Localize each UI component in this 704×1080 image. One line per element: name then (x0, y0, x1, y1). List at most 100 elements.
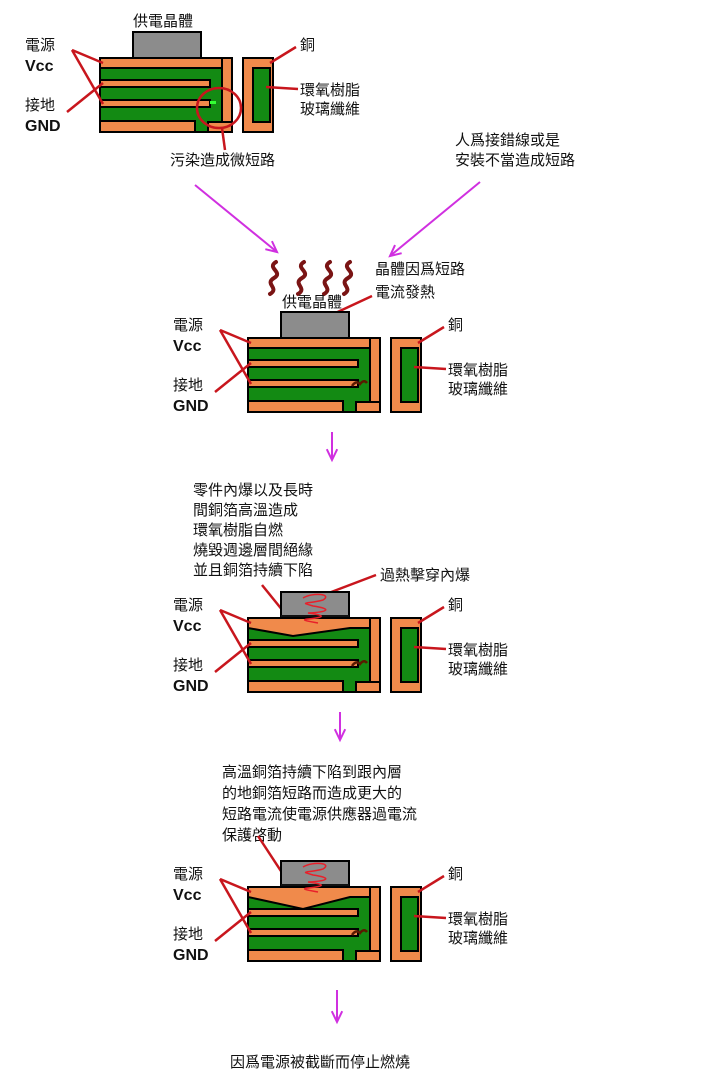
burn-mark (350, 660, 368, 667)
gnd-copper-2 (247, 659, 359, 668)
arrow-contamination-to-stage2-shaft (194, 184, 278, 253)
heat-scribble (302, 862, 327, 893)
chip-label: 供電晶體 (282, 293, 342, 311)
right-resin (400, 347, 419, 403)
label-gnd: GND (173, 398, 209, 415)
pointer-vcc-inner (218, 878, 253, 934)
pointer-vcc-top (219, 877, 252, 894)
label-copper: 銅 (300, 36, 315, 54)
via-pad-bottom (355, 401, 381, 413)
gnd-copper-1 (99, 79, 211, 88)
arrow-wiring-to-stage2-shaft (389, 181, 481, 257)
vcc-copper-top (247, 337, 381, 349)
label-epoxy: 環氧樹脂 (448, 910, 508, 928)
vcc-via-barrel (369, 337, 381, 413)
arrow-contamination-to-stage2-head (265, 240, 279, 254)
pointer-copper (417, 605, 445, 625)
stage4-note-line-1: 高溫銅箔持續下陷到跟內層 (222, 763, 402, 781)
gnd-copper-1 (247, 639, 359, 648)
label-fiberglass: 玻璃纖維 (448, 380, 508, 398)
resin-layer (99, 57, 233, 133)
right-resin (400, 896, 419, 952)
pointer-vcc-inner (218, 609, 253, 665)
drill-gap (381, 338, 391, 412)
label-epoxy: 環氧樹脂 (448, 361, 508, 379)
label-power: 電源 (25, 36, 55, 54)
pointer-resin (413, 645, 447, 651)
label-vcc: Vcc (173, 887, 202, 904)
label-vcc: Vcc (25, 58, 54, 75)
arrow-stage2-to-stage3 (325, 432, 339, 463)
conclusion-text: 因爲電源被截斷而停止燃燒 (230, 1053, 410, 1071)
chip-label: 供電晶體 (133, 12, 193, 30)
drill-gap (233, 58, 243, 132)
pointer-copper (417, 325, 445, 345)
arrow-stage4-to-conclusion (330, 990, 344, 1025)
right-resin (252, 67, 271, 123)
pointer-gnd (214, 642, 252, 673)
gnd-copper-1 (247, 908, 359, 917)
gnd-copper-2 (99, 99, 211, 108)
label-ground: 接地 (173, 656, 203, 674)
label-vcc: Vcc (173, 338, 202, 355)
bottom-copper (99, 120, 196, 133)
label-copper: 銅 (448, 596, 463, 614)
label-power: 電源 (173, 596, 203, 614)
pointer-copper (269, 45, 297, 65)
gnd-copper-1 (247, 359, 359, 368)
pointer-resin (413, 914, 447, 920)
stage3-note-line-2: 間銅箔高溫造成 (193, 501, 298, 519)
bottom-copper (247, 400, 344, 413)
via-pad-bottom (355, 950, 381, 962)
vcc-copper-top (99, 57, 233, 69)
right-resin (400, 627, 419, 683)
label-epoxy: 環氧樹脂 (300, 81, 360, 99)
arrow-wiring-to-stage2-head (388, 244, 402, 258)
label-copper: 銅 (448, 316, 463, 334)
drill-gap (381, 618, 391, 692)
label-gnd: GND (25, 118, 61, 135)
label-copper: 銅 (448, 865, 463, 883)
pointer-vcc-top (71, 48, 104, 65)
label-ground: 接地 (173, 925, 203, 943)
bottom-copper (247, 949, 344, 962)
arrow-stage3-to-stage4 (333, 712, 347, 743)
short-circle (195, 86, 243, 130)
vcc-via-barrel (369, 886, 381, 962)
stage4-note-line-3: 短路電流使電源供應器過電流 (222, 805, 417, 823)
stage3-note-line-3: 環氧樹脂自燃 (193, 521, 283, 539)
pointer-vcc-inner (218, 329, 253, 385)
arrow-stage2-to-stage3-head (325, 448, 339, 463)
label-vcc: Vcc (173, 618, 202, 635)
pointer-gnd (66, 82, 104, 113)
heat-smoke (268, 260, 354, 296)
pointer-contamination (220, 127, 227, 151)
stage4-note-line-4: 保護啓動 (222, 826, 282, 844)
implode-label: 過熱擊穿內爆 (380, 566, 470, 584)
drill-gap (381, 887, 391, 961)
stage3-note-line-5: 並且銅箔持續下陷 (193, 561, 313, 579)
arrow-stage3-to-stage4-head (333, 728, 347, 743)
label-power: 電源 (173, 316, 203, 334)
label-ground: 接地 (173, 376, 203, 394)
arrow-wiring-to-stage2 (388, 181, 481, 258)
bottom-copper (247, 680, 344, 693)
arrow-stage4-to-conclusion-head (330, 1010, 344, 1025)
pointer-gnd (214, 911, 252, 942)
wiring-cause-line-1: 人爲接錯線或是 (455, 131, 560, 149)
pointer-resin (413, 365, 447, 371)
pointer-copper (417, 874, 445, 894)
pointer-vcc-top (219, 328, 252, 345)
smoke-wave (268, 260, 280, 296)
pointer-resin (265, 85, 299, 91)
pointer-vcc-inner (70, 49, 105, 105)
vcc-via-barrel (221, 57, 233, 133)
arrow-contamination-to-stage2 (194, 184, 279, 254)
label-fiberglass: 玻璃纖維 (448, 660, 508, 678)
heat-note-line-2: 電流發熱 (375, 283, 435, 301)
